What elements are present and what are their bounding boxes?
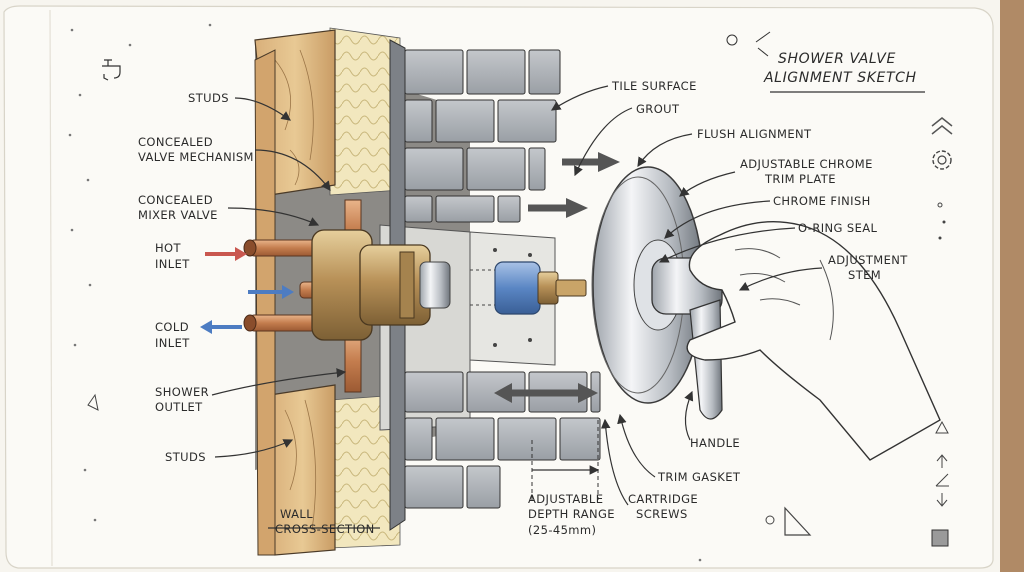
label-cartridge-2: SCREWS xyxy=(636,507,688,521)
tile xyxy=(528,49,561,95)
tile xyxy=(435,195,495,223)
label-studs-bottom: STUDS xyxy=(165,450,206,464)
label-wall-1: WALL xyxy=(280,507,313,521)
tile xyxy=(404,417,433,461)
label-trim-plate-2: TRIM PLATE xyxy=(764,172,836,186)
label-concealed-mixer-1: CONCEALED xyxy=(138,193,213,207)
trim-assembly xyxy=(591,166,941,461)
tile xyxy=(497,195,521,223)
label-hot-1: HOT xyxy=(155,241,181,255)
triangle-icon xyxy=(935,420,949,434)
label-handle: HANDLE xyxy=(690,436,740,450)
arrow-up-icon xyxy=(936,454,948,468)
chevron-up-icon xyxy=(931,117,953,135)
label-stem-2: STEM xyxy=(848,268,881,282)
label-concealed-valve-1: CONCEALED xyxy=(138,135,213,149)
stud-left-plank xyxy=(254,49,276,556)
label-tile-surface: TILE SURFACE xyxy=(611,79,697,93)
tile xyxy=(466,49,526,95)
label-depth-1: ADJUSTABLE xyxy=(528,492,603,506)
ruler-triangle-icon xyxy=(784,506,812,536)
page-gutter-line xyxy=(49,9,53,567)
tile xyxy=(435,99,495,143)
angle-icon xyxy=(935,473,949,487)
tile xyxy=(404,195,433,223)
cartridge-stem xyxy=(537,271,559,305)
label-stem-1: ADJUSTMENT xyxy=(828,253,908,267)
label-oring: O-RING SEAL xyxy=(798,221,878,235)
tile xyxy=(404,99,433,143)
square-icon xyxy=(931,529,949,547)
label-chrome-finish: CHROME FINISH xyxy=(773,194,871,208)
label-wall-2: CROSS-SECTION xyxy=(275,522,375,536)
tile xyxy=(404,49,464,95)
label-depth-2: DEPTH RANGE xyxy=(528,507,615,521)
label-concealed-mixer-2: MIXER VALVE xyxy=(138,208,218,222)
tile xyxy=(466,465,501,509)
label-flush-alignment: FLUSH ALIGNMENT xyxy=(697,127,812,141)
callout-labels: STUDS CONCEALED VALVE MECHANISM CONCEALE… xyxy=(138,51,917,537)
label-studs-top: STUDS xyxy=(188,91,229,105)
margin-doodles xyxy=(68,23,953,562)
label-cartridge-1: CARTRIDGE xyxy=(628,492,698,506)
title-line-1: SHOWER VALVE xyxy=(778,51,896,67)
leader-lines xyxy=(211,85,925,529)
label-concealed-valve-2: VALVE MECHANISM xyxy=(138,150,254,164)
tile xyxy=(404,147,464,191)
valve-stem-housing xyxy=(419,261,451,309)
label-shower-2: OUTLET xyxy=(155,400,203,414)
tile-wall xyxy=(389,39,601,531)
label-shower-1: SHOWER xyxy=(155,385,209,399)
arrow-down-icon xyxy=(936,493,948,507)
label-trim-gasket: TRIM GASKET xyxy=(657,470,741,484)
title-line-2: ALIGNMENT SKETCH xyxy=(763,70,917,86)
hand-sketch xyxy=(686,221,941,461)
tile xyxy=(404,465,464,509)
tile xyxy=(435,417,495,461)
label-trim-plate-1: ADJUSTABLE CHROME xyxy=(740,157,873,171)
faucet-icon xyxy=(102,59,121,81)
gear-icon xyxy=(932,150,952,170)
label-hot-2: INLET xyxy=(155,257,190,271)
tile xyxy=(497,99,557,143)
label-grout: GROUT xyxy=(636,102,680,116)
label-depth-3: (25-45mm) xyxy=(528,523,596,537)
tile xyxy=(404,371,464,413)
tile xyxy=(466,147,526,191)
cartridge xyxy=(494,261,541,315)
tile xyxy=(528,147,546,191)
label-cold-2: INLET xyxy=(155,336,190,350)
label-cold-1: COLD xyxy=(155,320,189,334)
tile xyxy=(559,417,601,461)
valve-assembly xyxy=(243,199,587,393)
flow-arrows xyxy=(200,152,620,500)
margin-triangle xyxy=(87,393,99,411)
tile xyxy=(497,417,557,461)
